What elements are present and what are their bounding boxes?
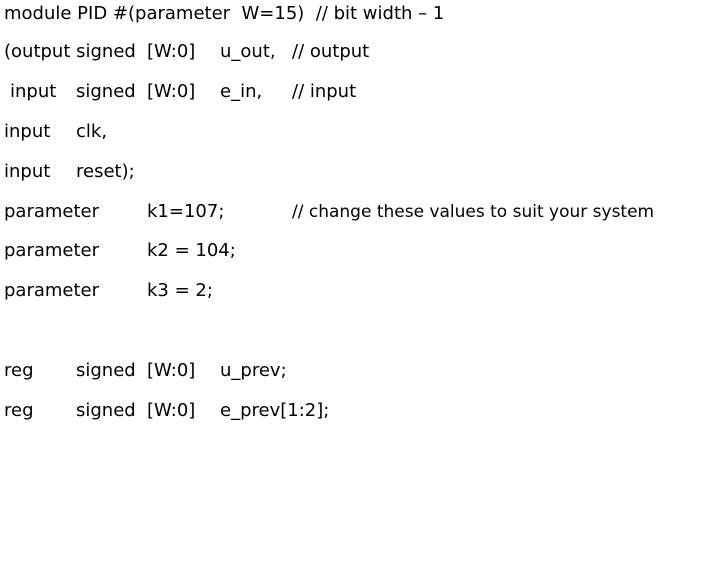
code-token: reg — [4, 400, 34, 421]
code-token: signed — [76, 360, 136, 381]
code-token: input — [4, 161, 51, 182]
code-token: clk, — [76, 121, 108, 142]
code-token: k3 = 2; — [147, 280, 213, 301]
code-line-param-k1: parameter k1=107; // change these values… — [0, 198, 710, 226]
code-token: (output signed — [4, 41, 136, 62]
code-token: signed — [76, 81, 136, 102]
code-token: [W:0] — [147, 360, 196, 381]
code-line-reg-e-prev: reg signed [W:0] e_prev[1:2]; — [0, 397, 710, 425]
code-token: e_prev[1:2]; — [220, 400, 330, 421]
code-token: parameter — [4, 201, 100, 222]
code-line-blank — [0, 317, 710, 345]
code-line-input-clk: input clk, — [0, 118, 710, 146]
code-token: input — [4, 121, 51, 142]
code-line-reg-u-prev: reg signed [W:0] u_prev; — [0, 357, 710, 385]
code-listing: module PID #(parameter W=15) // bit widt… — [0, 0, 710, 425]
code-token: [W:0] — [147, 81, 196, 102]
code-line-param-k3: parameter k3 = 2; — [0, 277, 710, 305]
code-token: e_in, — [220, 81, 263, 102]
code-line-input-e: input signed [W:0] e_in, // input — [0, 78, 710, 106]
code-comment: // change these values to suit your syst… — [292, 202, 655, 222]
code-token: input — [10, 81, 57, 102]
code-line-module: module PID #(parameter W=15) // bit widt… — [0, 0, 710, 28]
code-token: reset); — [76, 161, 135, 182]
code-token: reg — [4, 360, 34, 381]
code-line-param-k2: parameter k2 = 104; — [0, 237, 710, 265]
code-token: module PID #(parameter W=15) // bit widt… — [4, 3, 445, 24]
code-token: k1=107; — [147, 201, 225, 222]
code-line-output: (output signed [W:0] u_out, // output — [0, 38, 710, 66]
code-token: [W:0] — [147, 400, 196, 421]
code-token: [W:0] — [147, 41, 196, 62]
code-token: u_out, — [220, 41, 276, 62]
code-token: k2 = 104; — [147, 240, 236, 261]
code-comment: // input — [292, 81, 357, 102]
code-token: parameter — [4, 280, 100, 301]
code-comment: // output — [292, 41, 370, 62]
code-token: u_prev; — [220, 360, 287, 381]
code-line-input-reset: input reset); — [0, 158, 710, 186]
code-token: signed — [76, 400, 136, 421]
code-token: parameter — [4, 240, 100, 261]
